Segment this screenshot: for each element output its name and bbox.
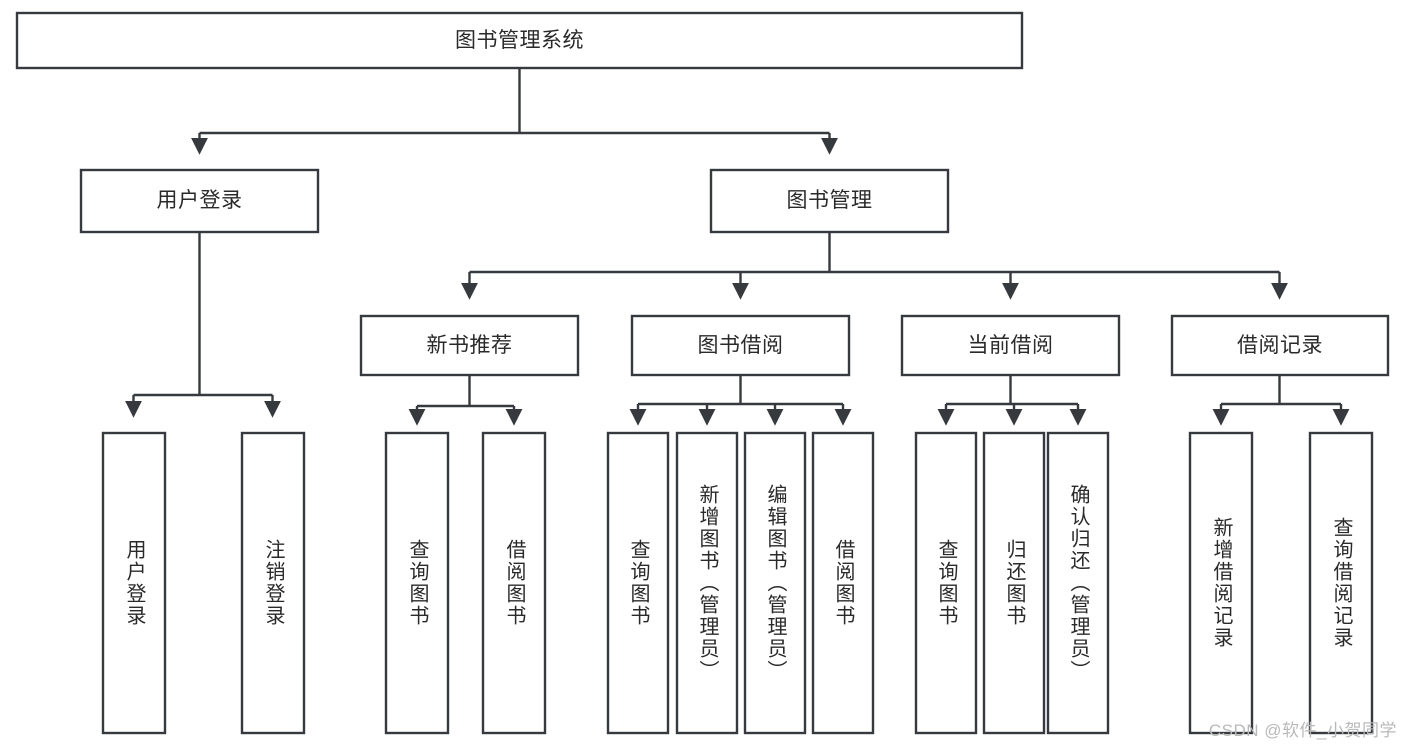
node-borrow-record-box[interactable] bbox=[1170, 314, 1390, 377]
node-leaf-user-login-box[interactable] bbox=[101, 431, 167, 735]
node-leaf-add-record-box[interactable] bbox=[1188, 431, 1254, 735]
node-leaf-logout-box[interactable] bbox=[240, 431, 306, 735]
node-book-borrow-box[interactable] bbox=[630, 314, 851, 377]
node-leaf-edit-book-box[interactable] bbox=[743, 431, 807, 735]
node-leaf-query-book-cur-box[interactable] bbox=[914, 431, 978, 735]
node-leaf-query-book-rec-box[interactable] bbox=[384, 431, 450, 735]
node-leaf-borrow-book-box[interactable] bbox=[811, 431, 875, 735]
node-new-book-rec-box[interactable] bbox=[359, 314, 580, 377]
node-leaf-confirm-return-box[interactable] bbox=[1046, 431, 1110, 735]
node-current-borrow-box[interactable] bbox=[900, 314, 1121, 377]
node-leaf-add-book-box[interactable] bbox=[675, 431, 739, 735]
node-book-manage-box[interactable] bbox=[709, 168, 950, 234]
node-leaf-borrow-book-rec-box[interactable] bbox=[481, 431, 547, 735]
node-user-login-box[interactable] bbox=[79, 168, 320, 234]
node-leaf-return-book-box[interactable] bbox=[982, 431, 1046, 735]
node-root-box[interactable] bbox=[15, 11, 1024, 70]
node-leaf-query-book-borrow-box[interactable] bbox=[606, 431, 670, 735]
node-leaf-query-record-box[interactable] bbox=[1308, 431, 1374, 735]
csdn-watermark: CSDN @软件_小贺同学 bbox=[1208, 721, 1397, 740]
